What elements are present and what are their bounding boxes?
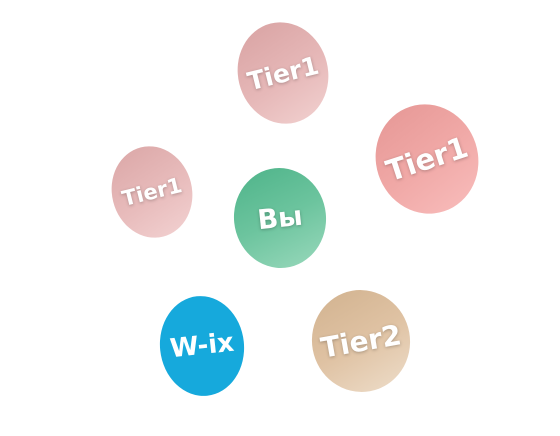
tier1-node-right: Tier1 <box>361 90 493 228</box>
tier2-node: Tier2 <box>303 282 419 400</box>
you-node-label: Вы <box>256 200 304 236</box>
tier1-node-left: Tier1 <box>102 137 202 247</box>
tier1-node-left-label: Tier1 <box>119 173 185 211</box>
wix-node-label: W-ix <box>168 327 236 365</box>
tier1-node-top: Tier1 <box>226 12 340 134</box>
tier2-node-label: Tier2 <box>318 317 404 365</box>
you-node: Вы <box>229 163 331 273</box>
tier1-node-top-label: Tier1 <box>244 50 322 96</box>
wix-node: W-ix <box>155 291 249 401</box>
tier1-node-right-label: Tier1 <box>381 129 473 189</box>
